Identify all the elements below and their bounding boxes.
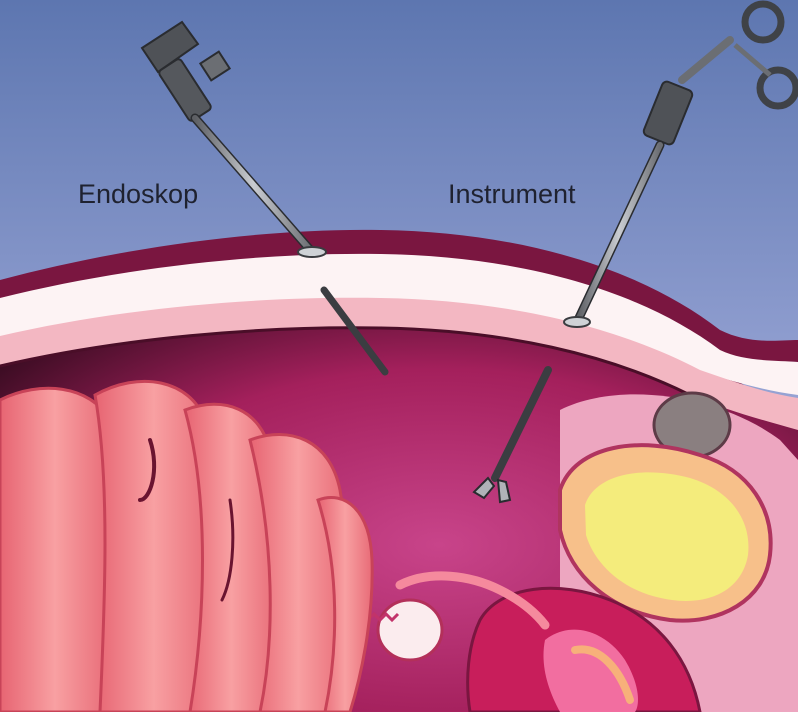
- endoscope-label: Endoskop: [78, 179, 198, 209]
- ovary: [378, 600, 442, 660]
- instrument-label: Instrument: [448, 179, 576, 209]
